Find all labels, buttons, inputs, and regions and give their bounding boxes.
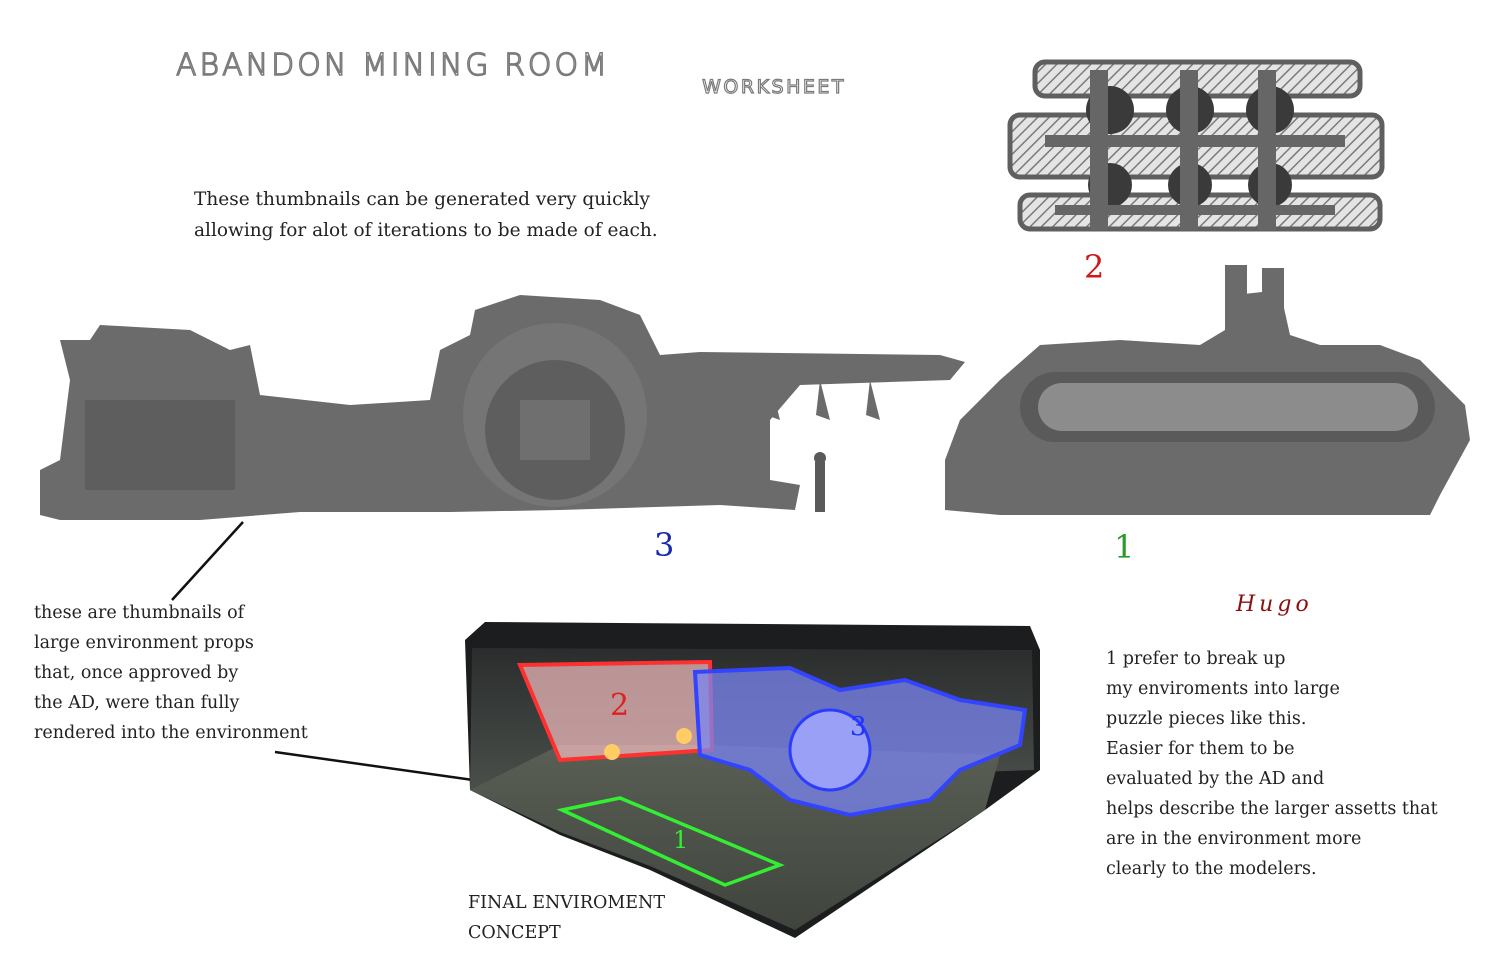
intro-note-line: These thumbnails can be generated very q… bbox=[194, 189, 651, 210]
prop-thumbnail-1 bbox=[945, 265, 1470, 515]
right-note-line: clearly to the modelers. bbox=[1106, 859, 1317, 879]
props-note-line: that, once approved by bbox=[34, 663, 239, 683]
page-title: ABANDON MINING ROOM bbox=[175, 47, 611, 83]
right-note-line: my enviroments into large bbox=[1106, 679, 1340, 699]
right-note-line: Easier for them to be bbox=[1106, 739, 1295, 759]
signature: Hugo bbox=[1236, 592, 1313, 617]
final-caption-line: FINAL ENVIROMENT bbox=[468, 893, 666, 913]
render-label-2: 2 bbox=[610, 688, 630, 723]
label-prop-3: 3 bbox=[654, 526, 675, 564]
page-subtitle: WORKSHEET bbox=[702, 75, 846, 98]
props-note-line: the AD, were than fully bbox=[34, 693, 240, 713]
props-note-line: rendered into the environment bbox=[34, 723, 308, 743]
prop-thumbnail-3 bbox=[40, 295, 965, 520]
render-label-1: 1 bbox=[673, 826, 689, 854]
right-note: 1 prefer to break up my enviroments into… bbox=[1106, 644, 1438, 884]
intro-note-line: allowing for alot of iterations to be ma… bbox=[194, 220, 658, 241]
leader-line bbox=[171, 521, 244, 601]
right-note-line: helps describe the larger assetts that bbox=[1106, 799, 1438, 819]
prop-thumbnail-2 bbox=[1007, 59, 1385, 232]
right-note-line: evaluated by the AD and bbox=[1106, 769, 1325, 789]
props-note-line: large environment props bbox=[34, 633, 254, 653]
render-label-3: 3 bbox=[850, 712, 867, 742]
label-prop-1: 1 bbox=[1114, 528, 1135, 566]
final-caption: FINAL ENVIROMENT CONCEPT bbox=[468, 888, 665, 948]
right-note-line: 1 prefer to break up bbox=[1106, 649, 1286, 669]
props-note-line: these are thumbnails of bbox=[34, 603, 245, 623]
right-note-line: are in the environment more bbox=[1106, 829, 1362, 849]
intro-note: These thumbnails can be generated very q… bbox=[194, 184, 658, 246]
leader-line bbox=[274, 750, 474, 782]
final-environment-render bbox=[465, 622, 1040, 938]
props-note: these are thumbnails of large environmen… bbox=[34, 598, 308, 748]
label-prop-2: 2 bbox=[1084, 248, 1105, 286]
final-caption-line: CONCEPT bbox=[468, 923, 561, 943]
right-note-line: puzzle pieces like this. bbox=[1106, 709, 1307, 729]
